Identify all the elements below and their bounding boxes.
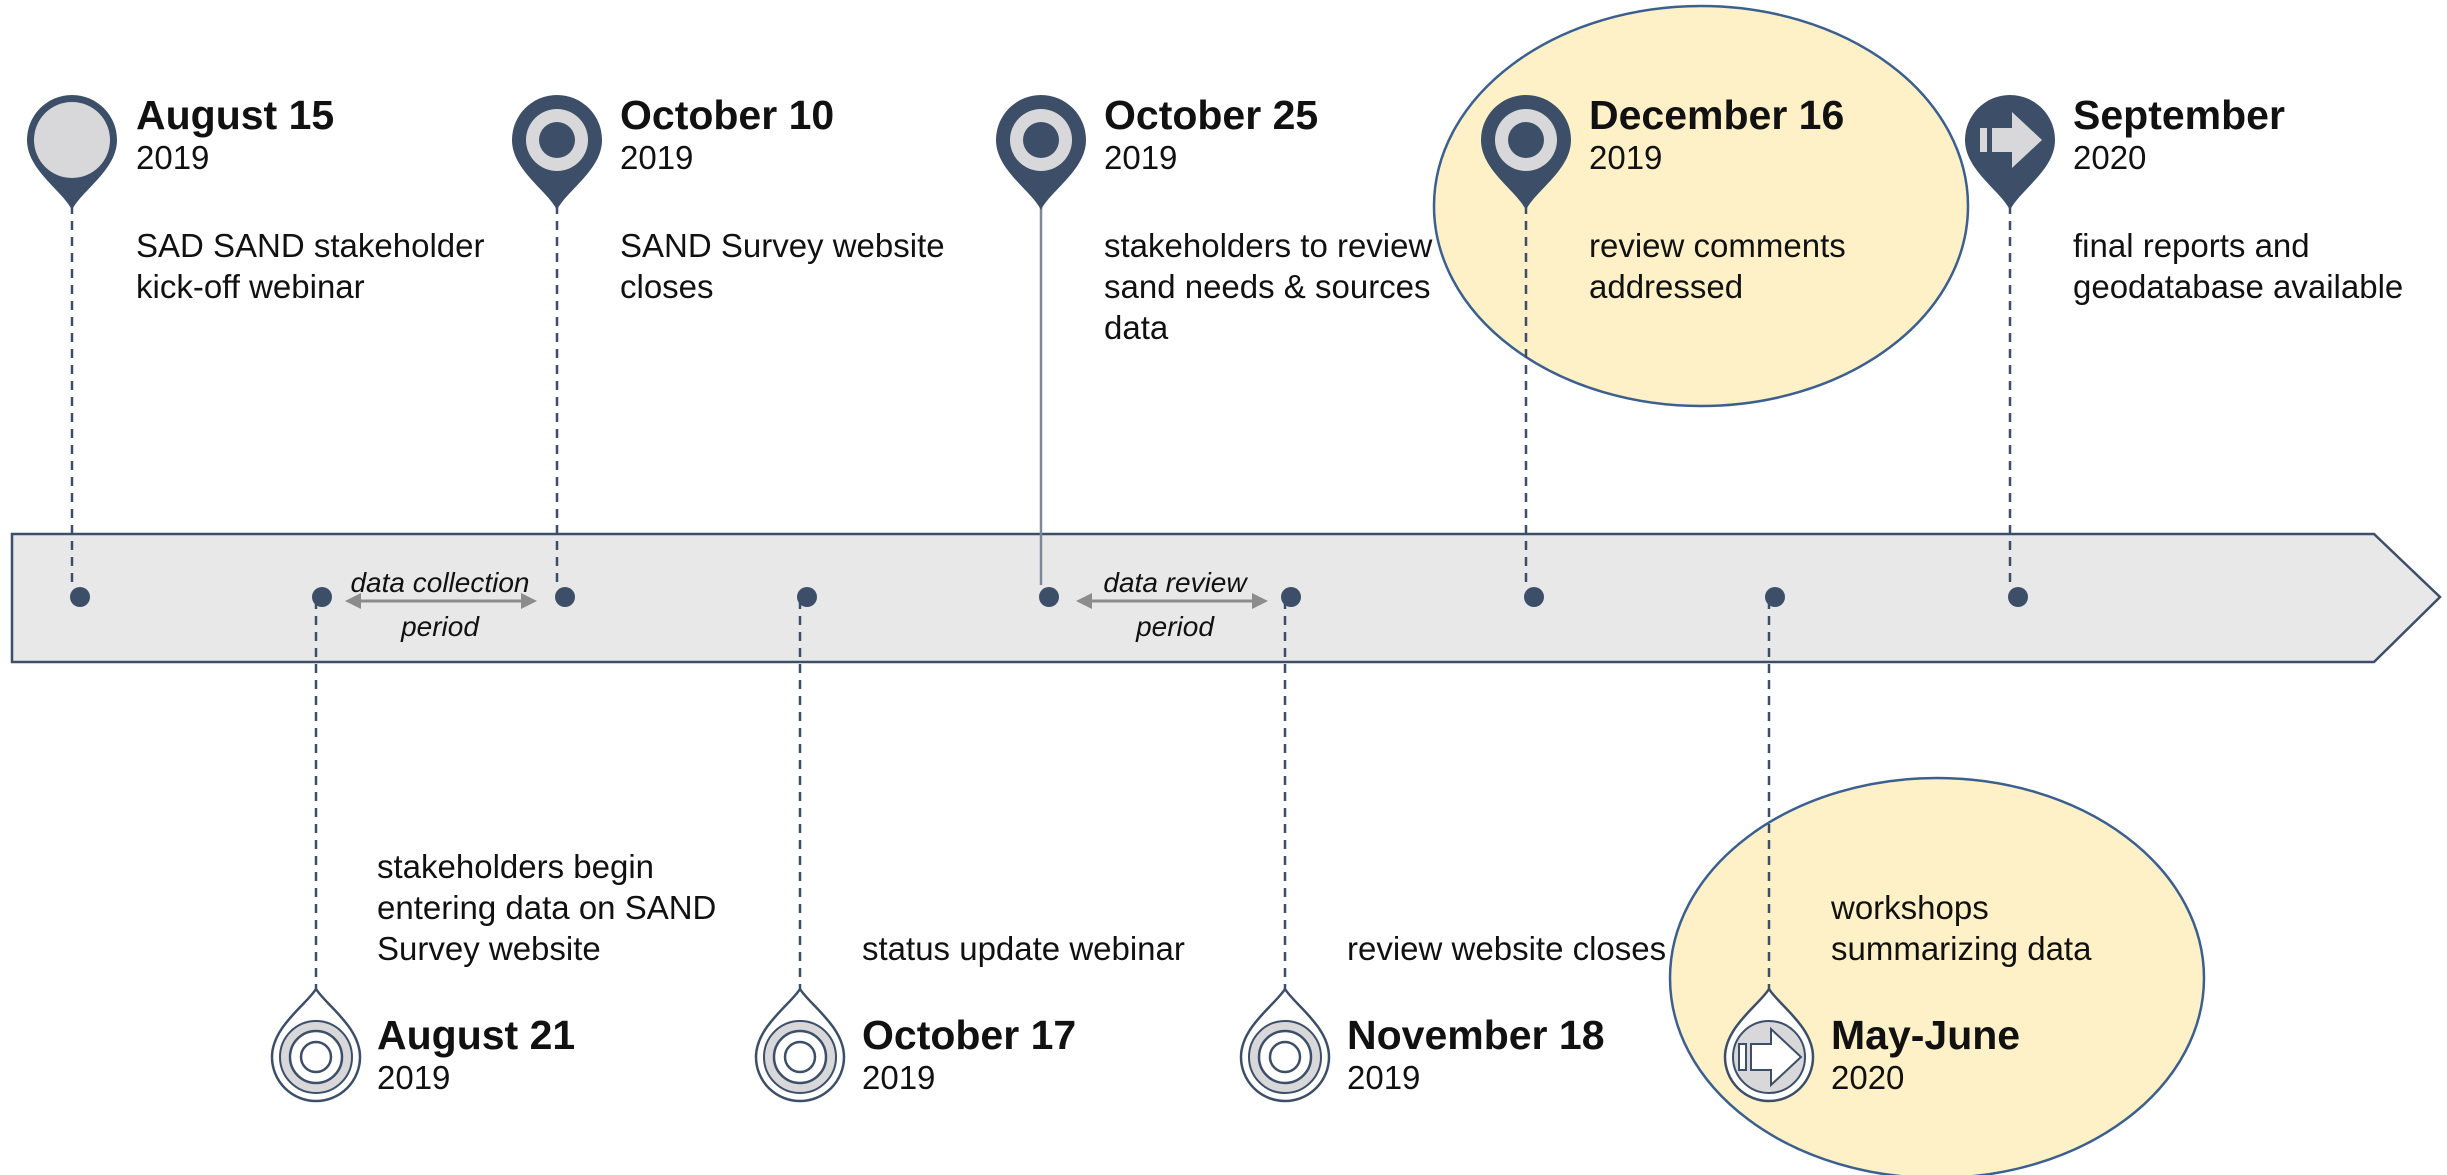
event-november-18: November 18 2019 [1347, 1012, 1605, 1098]
event-date: October 25 [1104, 92, 1319, 138]
timeline-dot [312, 587, 332, 607]
drop-pin-arrow-bar [1738, 1043, 1747, 1071]
timeline-dot [797, 587, 817, 607]
event-august-21: August 21 2019 [377, 1012, 575, 1098]
drop-pin-ring-icon [1239, 986, 1331, 1103]
timeline-dot [555, 587, 575, 607]
period-label-data-review: data review period [1103, 567, 1247, 642]
event-date: October 17 [862, 1012, 1077, 1058]
period-arrow-data-review-head-left [1076, 593, 1092, 609]
timeline-dot [1765, 587, 1785, 607]
drop-pin-center [299, 1040, 333, 1074]
pin-arrow-bar [1980, 128, 1987, 152]
timeline-dot [1039, 587, 1059, 607]
event-year: 2019 [1589, 139, 1663, 176]
highlight-ellipse [1668, 776, 2206, 1175]
pin-center [539, 122, 575, 158]
event-description: status update webinar [862, 930, 1185, 967]
map-pin-ring-icon [1481, 95, 1571, 210]
period-arrow-data-collection-head-left [345, 593, 361, 609]
drop-pin-arrow [1750, 1026, 1803, 1088]
event-year: 2019 [1104, 139, 1178, 176]
timeline-dot [1281, 587, 1301, 607]
event-date: November 18 [1347, 1012, 1605, 1058]
period-arrow-data-review-head-right [1252, 593, 1268, 609]
event-october-10: October 10 2019 [620, 92, 834, 178]
event-date: August 15 [136, 92, 335, 138]
drop-pin-arrow-icon [1723, 986, 1815, 1103]
timeline-dot [1524, 587, 1544, 607]
event-year: 2020 [2073, 139, 2147, 176]
timeline-dot [70, 587, 90, 607]
event-october-25: October 25 2019 [1104, 92, 1318, 178]
map-pin-solid-icon [27, 95, 117, 210]
event-december-16: December 16 2019 [1589, 92, 1844, 178]
drop-pin-center [1268, 1040, 1302, 1074]
event-description: SAND Survey website closes [620, 227, 945, 305]
event-date: September [2073, 92, 2285, 138]
map-pin-ring-icon [996, 95, 1086, 210]
event-date: August 21 [377, 1012, 576, 1058]
event-description: stakeholders begin entering data on SAND… [377, 848, 717, 967]
event-may-june: May-June 2020 [1831, 1012, 2020, 1098]
pin-arrow [1992, 112, 2042, 168]
event-year: 2019 [862, 1059, 936, 1096]
drop-pin-center [783, 1040, 817, 1074]
timeline-band [10, 532, 2442, 664]
event-description: stakeholders to review sand needs & sour… [1104, 227, 1433, 346]
event-year: 2020 [1831, 1059, 1905, 1096]
highlight-ellipse [1432, 4, 1970, 408]
event-date: October 10 [620, 92, 835, 138]
event-year: 2019 [136, 139, 210, 176]
event-date: December 16 [1589, 92, 1845, 138]
event-description: SAD SAND stakeholder kick-off webinar [136, 227, 485, 305]
pin-center [1508, 122, 1544, 158]
event-year: 2019 [620, 139, 694, 176]
period-arrow-data-collection-head-right [521, 593, 537, 609]
event-august-15: August 15 2019 [136, 92, 334, 178]
pin-center [1023, 122, 1059, 158]
event-september: September 2020 [2073, 92, 2285, 178]
event-date: May-June [1831, 1012, 2021, 1058]
event-description: review comments addressed [1589, 227, 1846, 305]
pin-body [1965, 95, 2055, 210]
map-pin-ring-icon [512, 95, 602, 210]
period-label-data-collection: data collection period [350, 567, 530, 642]
drop-pin-ring-icon [754, 986, 846, 1103]
timeline-dot [2008, 587, 2028, 607]
event-october-17: October 17 2019 [862, 1012, 1076, 1098]
map-pin-arrow-icon [1965, 95, 2055, 210]
event-description: final reports and geodatabase available [2073, 227, 2404, 305]
event-year: 2019 [1347, 1059, 1421, 1096]
event-description: workshops summarizing data [1831, 889, 2092, 967]
pin-face [34, 102, 110, 178]
drop-pin-ring-icon [270, 986, 362, 1103]
event-description: review website closes [1347, 930, 1667, 967]
event-year: 2019 [377, 1059, 451, 1096]
